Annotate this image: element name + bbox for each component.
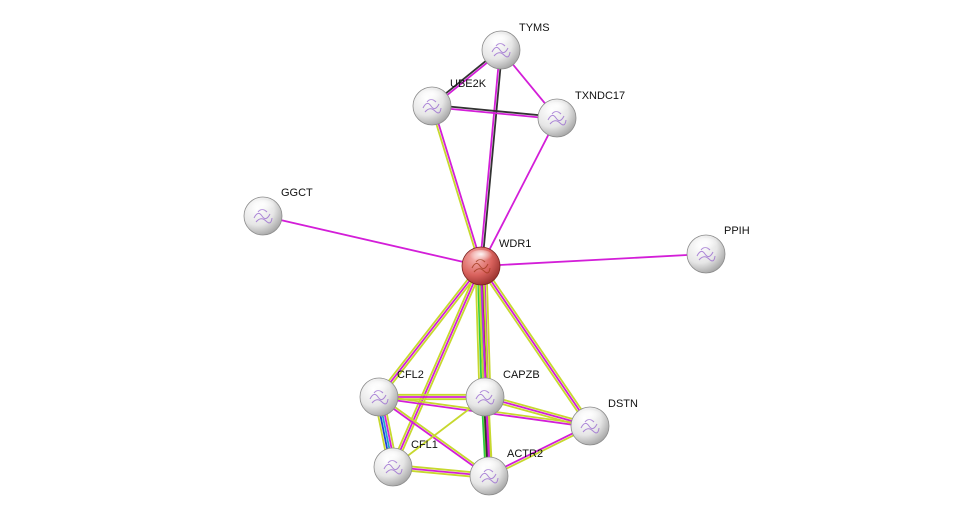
node-label: TYMS: [519, 22, 550, 34]
node-txndc17[interactable]: TXNDC17: [537, 90, 625, 138]
node-capzb[interactable]: CAPZB: [465, 369, 540, 417]
edge-line-textmining: [380, 266, 484, 399]
node-highlight: [694, 238, 718, 252]
edge-line-experiments: [479, 49, 501, 266]
node-wdr1[interactable]: WDR1: [461, 238, 531, 286]
edge-line-neighborhood: [476, 266, 483, 398]
edge-wdr1-cfl1[interactable]: [390, 264, 484, 469]
node-label: CFL2: [397, 369, 424, 381]
node-ube2k[interactable]: UBE2K: [412, 78, 487, 126]
node-highlight: [473, 381, 497, 395]
node-highlight: [477, 460, 501, 474]
edge-line-experiments: [480, 253, 707, 267]
edge-line-coexpression: [432, 104, 558, 118]
node-label: ACTR2: [507, 448, 543, 460]
edge-line-experiments: [431, 106, 557, 120]
edge-line-experiments: [480, 117, 558, 267]
node-highlight: [545, 102, 569, 116]
node-cfl2[interactable]: CFL2: [359, 369, 424, 417]
edge-line-experiments: [432, 105, 483, 266]
node-highlight: [381, 451, 405, 465]
node-label: WDR1: [499, 238, 531, 250]
edge-line-textmining: [485, 265, 492, 397]
edge-line-experiments: [262, 215, 482, 267]
edge-wdr1-ppih[interactable]: [480, 253, 707, 267]
node-ggct[interactable]: GGCT: [243, 187, 313, 236]
node-actr2[interactable]: ACTR2: [469, 448, 543, 496]
node-highlight: [489, 34, 513, 48]
edge-wdr1-ggct[interactable]: [262, 215, 482, 267]
edge-line-textmining: [394, 266, 484, 469]
node-label: PPIH: [724, 225, 750, 237]
edge-wdr1-dstn[interactable]: [478, 264, 593, 428]
edge-wdr1-tyms[interactable]: [479, 49, 503, 267]
edge-line-textmining: [474, 266, 481, 398]
edge-line-textmining: [482, 264, 593, 426]
edge-ube2k-txndc17[interactable]: [431, 104, 558, 120]
edge-line-textmining: [430, 106, 481, 267]
edge-line-textmining: [376, 264, 480, 397]
edge-wdr1-cfl2[interactable]: [376, 264, 484, 399]
node-highlight: [251, 200, 275, 214]
edge-line-textmining: [478, 266, 589, 428]
edge-line-experiments: [480, 265, 591, 427]
edge-wdr1-txndc17[interactable]: [480, 117, 558, 267]
node-highlight: [469, 250, 493, 264]
node-cfl1[interactable]: CFL1: [373, 439, 438, 487]
node-label: CFL1: [411, 439, 438, 451]
node-label: DSTN: [608, 398, 638, 410]
edge-line-experiments: [392, 265, 482, 468]
node-label: UBE2K: [450, 78, 487, 90]
edge-line-coexpression: [481, 50, 503, 267]
node-highlight: [420, 90, 444, 104]
node-label: GGCT: [281, 187, 313, 199]
node-highlight: [578, 410, 602, 424]
node-label: TXNDC17: [575, 90, 625, 102]
node-tyms[interactable]: TYMS: [481, 22, 550, 70]
node-ppih[interactable]: PPIH: [686, 225, 750, 274]
edge-wdr1-ube2k[interactable]: [430, 105, 483, 267]
edge-line-textmining: [390, 264, 480, 467]
node-highlight: [367, 381, 391, 395]
node-dstn[interactable]: DSTN: [570, 398, 638, 446]
edge-line-experiments: [378, 265, 482, 398]
node-label: CAPZB: [503, 369, 540, 381]
